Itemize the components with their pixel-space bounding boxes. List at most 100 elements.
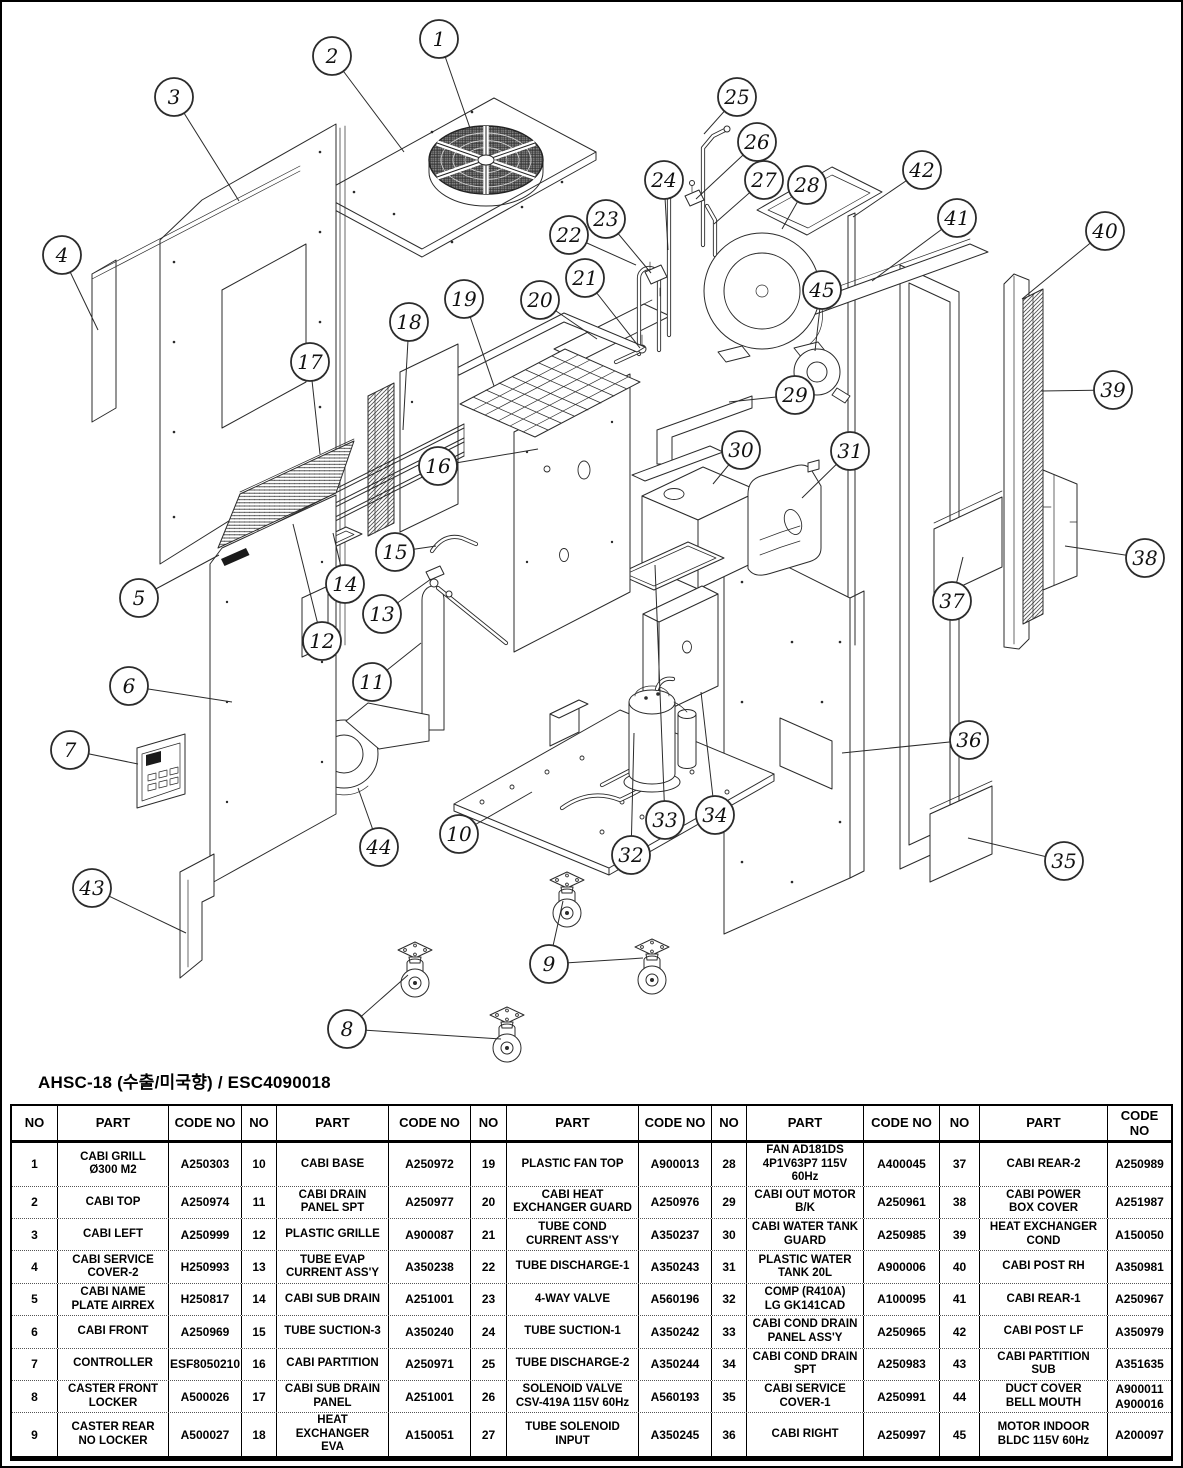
cell-part: CABI SERVICE COVER-1 [747,1380,864,1413]
cell-code: H250817 [169,1283,242,1316]
callout-9: 9 [529,900,644,984]
callout-12: 12 [292,523,342,661]
cell-no: 36 [712,1413,747,1456]
cell-code: A250977 [389,1186,471,1219]
cell-code: A250961 [864,1186,940,1219]
cell-no: 33 [712,1316,747,1348]
caster-rear-2 [634,938,670,995]
svg-text:39: 39 [1100,378,1126,402]
cell-no: 13 [242,1251,277,1283]
cond-drain-pan [617,541,725,591]
cell-no: 21 [471,1219,507,1251]
svg-text:37: 37 [939,589,965,613]
header-code: CODE NO [389,1106,471,1140]
cabi-partition-sub [179,853,215,979]
callout-16: 16 [418,446,539,486]
cell-code: A900013 [639,1143,712,1186]
cell-code: A560193 [639,1380,712,1413]
svg-text:33: 33 [652,808,677,832]
cell-part: SOLENOID VALVE CSV-419A 115V 60Hz [507,1380,639,1413]
header-code: CODE NO [864,1106,940,1140]
page-title: AHSC-18 (수출/미국향) / ESC4090018 [38,1073,331,1092]
cell-code: A250985 [864,1219,940,1251]
cell-part: CONTROLLER [58,1348,169,1380]
svg-text:4: 4 [55,243,69,267]
callout-34: 34 [695,691,735,835]
cabi-service-cover-2 [91,165,301,423]
cell-code: A250999 [169,1219,242,1251]
callout-15: 15 [375,532,437,572]
cell-part: CABI SERVICE COVER-2 [58,1251,169,1283]
svg-text:1: 1 [433,27,446,51]
cell-part: CASTER REAR NO LOCKER [58,1413,169,1456]
plastic-fan-top [450,312,646,438]
svg-text:13: 13 [369,602,394,626]
cell-code: A900006 [864,1251,940,1283]
svg-text:35: 35 [1051,849,1076,873]
cell-no: 27 [471,1413,507,1456]
cell-part: TUBE SOLENOID INPUT [507,1413,639,1456]
callout-33: 33 [645,564,685,840]
cell-no: 6 [12,1316,58,1348]
callout-38: 38 [1064,538,1165,578]
callout-27: 27 [713,160,784,225]
callout-29: 29 [728,375,815,415]
cell-code: A250983 [864,1348,940,1380]
cell-no: 14 [242,1283,277,1316]
cell-code: A200097 [1115,1427,1164,1442]
callout-44: 44 [357,787,399,867]
cell-no: 2 [12,1186,58,1219]
svg-text:10: 10 [446,822,472,846]
callout-30: 30 [712,430,761,485]
cell-part: CABI NAME PLATE AIRREX [58,1283,169,1316]
svg-text:17: 17 [297,350,323,374]
cell-code: A350240 [389,1316,471,1348]
svg-text:42: 42 [908,158,934,182]
callout-10: 10 [439,791,533,854]
heat-exchanger-cond [1022,288,1044,625]
cell-part: CABI TOP [58,1186,169,1219]
svg-text:41: 41 [943,206,969,230]
svg-text:16: 16 [425,454,451,478]
cell-code: A350238 [389,1251,471,1283]
header-part: PART [980,1106,1108,1140]
cell-no: 24 [471,1316,507,1348]
cabi-post-lf [847,212,856,649]
cabi-grill-fan [428,125,544,207]
header-code: CODE NO [639,1106,712,1140]
cell-no: 35 [712,1380,747,1413]
cell-part: PLASTIC WATER TANK 20L [747,1251,864,1283]
cell-part: CABI SUB DRAIN PANEL [277,1380,389,1413]
cell-code: A251001 [389,1283,471,1316]
cell-part: CABI BASE [277,1143,389,1186]
callout-31: 31 [801,431,870,499]
cell-code: A250976 [639,1186,712,1219]
cell-no: 28 [712,1143,747,1186]
callout-39: 39 [1040,370,1133,410]
callout-21: 21 [565,258,641,349]
svg-text:8: 8 [341,1017,354,1041]
callout-20: 20 [520,280,598,340]
callout-6: 6 [109,666,233,706]
svg-text:29: 29 [781,383,808,407]
svg-text:2: 2 [325,44,339,68]
callout-7: 7 [50,730,139,770]
cell-no: 42 [940,1316,980,1348]
cell-no: 29 [712,1186,747,1219]
cabi-rear-frame [899,264,960,870]
cell-part: CABI GRILL Ø300 M2 [58,1143,169,1186]
cell-part: TUBE DISCHARGE-1 [507,1251,639,1283]
callout-19: 19 [444,279,495,387]
cell-code: A350981 [1115,1260,1164,1275]
svg-text:5: 5 [133,586,146,610]
callout-3: 3 [154,77,240,202]
cell-code: A900087 [389,1219,471,1251]
cell-code: A250989 [1115,1157,1164,1172]
header-no: NO [242,1106,277,1140]
cell-part: TUBE SUCTION-1 [507,1316,639,1348]
svg-text:26: 26 [743,130,770,154]
cell-no: 30 [712,1219,747,1251]
